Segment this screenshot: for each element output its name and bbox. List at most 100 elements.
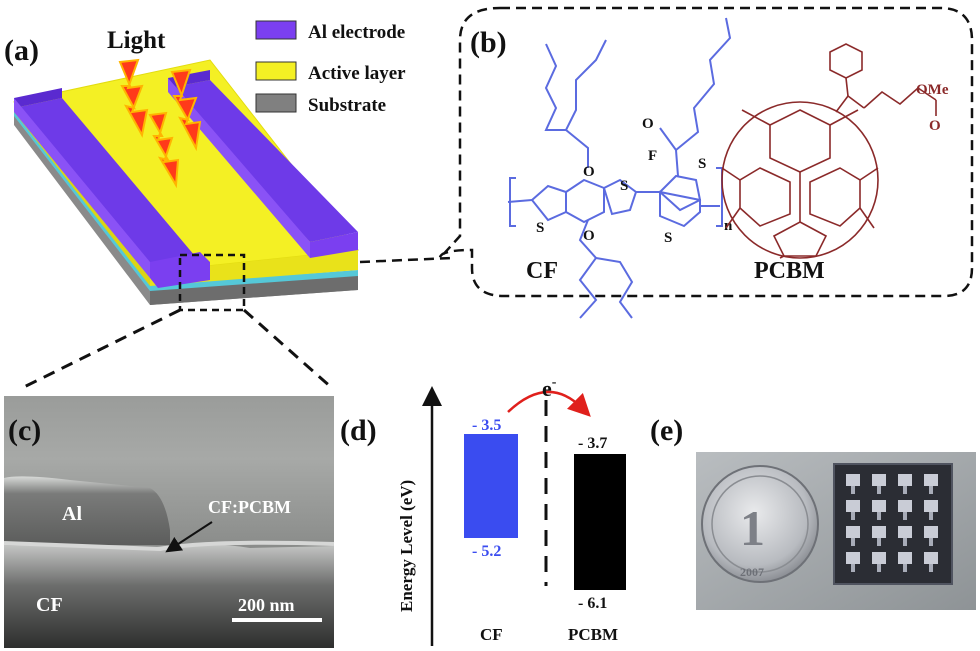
pcbm-atom-ome: OMe xyxy=(916,82,949,98)
chip-pad xyxy=(898,552,912,564)
chip-lead xyxy=(903,512,907,520)
sem-al-layer xyxy=(4,476,170,545)
cf-atom-s4: S xyxy=(664,230,672,246)
chip-pad xyxy=(872,526,886,538)
electrode-right-front xyxy=(310,232,358,258)
cf-atom-o-top: O xyxy=(583,164,595,180)
light-bolt-1 xyxy=(118,58,149,138)
chip-lead xyxy=(929,564,933,572)
cf-atom-o-ketone: O xyxy=(642,116,654,132)
chip-pad xyxy=(898,526,912,538)
chip-pad xyxy=(924,500,938,512)
energy-label-cf: CF xyxy=(480,625,503,644)
electron-label: e- xyxy=(542,375,557,401)
sem-label-interface: CF:PCBM xyxy=(208,497,291,517)
chip-pad xyxy=(846,552,860,564)
electron-symbol: e xyxy=(542,376,552,401)
energy-axis-label: Energy Level (eV) xyxy=(397,480,416,612)
molecule-callout xyxy=(438,6,974,298)
sem-label-al: Al xyxy=(62,503,82,525)
cf-lumo: - 3.5 xyxy=(472,417,501,434)
sem-scale-label: 200 nm xyxy=(238,595,295,615)
pcbm-structure xyxy=(721,43,937,259)
light-bolt-2 xyxy=(170,68,202,152)
pcbm-homo: - 6.1 xyxy=(578,595,607,612)
chip-pad xyxy=(924,526,938,538)
cf-atom-o-bottom: O xyxy=(583,228,595,244)
legend-label-electrode: Al electrode xyxy=(308,22,405,43)
energy-label-pcbm: PCBM xyxy=(568,625,618,644)
callout-line xyxy=(359,256,453,264)
chip-pad xyxy=(898,474,912,486)
coin-year: 2007 xyxy=(740,565,764,579)
electrode-right-top xyxy=(168,80,358,242)
legend: Al electrode Active layer Substrate xyxy=(255,20,406,116)
cf-atom-s2: S xyxy=(536,220,544,236)
electron-charge: - xyxy=(552,375,557,390)
chip-pad xyxy=(872,500,886,512)
legend-label-active: Active layer xyxy=(308,63,406,84)
ito-layer xyxy=(14,110,358,291)
sem-interface-arrow xyxy=(165,521,213,553)
cf-name: CF xyxy=(526,258,558,284)
coin-inner-ring xyxy=(711,475,809,573)
chip-lead xyxy=(877,486,881,494)
panel-label-a: (a) xyxy=(4,34,39,67)
cf-structure xyxy=(507,17,732,319)
chip-pad xyxy=(872,474,886,486)
chip-lead xyxy=(903,538,907,546)
chip-lead xyxy=(929,538,933,546)
electrode-left-side xyxy=(14,98,150,278)
panel-label-b: (b) xyxy=(470,26,507,59)
legend-swatch-substrate xyxy=(255,93,297,113)
device-stack xyxy=(13,58,359,312)
chip-lead xyxy=(877,512,881,520)
chip-lead xyxy=(851,512,855,520)
electrode-left-end xyxy=(14,88,62,108)
chip-lead xyxy=(851,538,855,546)
zoom-line-right xyxy=(243,308,333,390)
electrode-right-side xyxy=(168,78,310,258)
chip-pad xyxy=(924,552,938,564)
energy-diagram: Energy Level (eV) xyxy=(397,386,626,646)
panel-label-d: (d) xyxy=(340,414,377,447)
legend-swatch-active xyxy=(255,61,297,81)
chip-pad xyxy=(924,474,938,486)
panel-label-e: (e) xyxy=(650,414,683,447)
cf-atom-s1: S xyxy=(620,178,628,194)
electrode-left-top xyxy=(14,98,200,272)
chip-lead xyxy=(851,486,855,494)
coin xyxy=(701,465,819,583)
chip-pad xyxy=(846,526,860,538)
cf-atom-s3: S xyxy=(698,156,706,172)
pcbm-lumo: - 3.7 xyxy=(578,435,607,452)
chip-lead xyxy=(929,486,933,494)
panel-label-c: (c) xyxy=(8,414,41,447)
chip-pixel-grid xyxy=(846,474,938,572)
sem-image xyxy=(3,396,335,648)
cf-atom-f: F xyxy=(648,148,657,164)
cf-atoms: O O S S S S F O n xyxy=(536,116,733,246)
pcbm-atoms: OMe O xyxy=(916,82,949,134)
zoom-box xyxy=(178,253,246,312)
device-photo: 1 2007 xyxy=(696,452,976,610)
chip-lead xyxy=(877,538,881,546)
chip-pad xyxy=(846,474,860,486)
cf-homo: - 5.2 xyxy=(472,543,501,560)
pcbm-name: PCBM xyxy=(754,258,825,284)
chip-lead xyxy=(877,564,881,572)
pcbm-atom-o: O xyxy=(929,118,941,134)
pcbm-energy-bar xyxy=(574,454,626,590)
coin-number: 1 xyxy=(740,500,765,556)
cf-energy-bar xyxy=(464,434,518,538)
chip-lead xyxy=(929,512,933,520)
chip-pad xyxy=(872,552,886,564)
light-label: Light xyxy=(107,27,166,54)
cf-subscript-n: n xyxy=(724,218,733,234)
legend-swatch-electrode xyxy=(255,20,297,40)
light-bolt-3 xyxy=(148,111,180,189)
chip-lead xyxy=(903,486,907,494)
chip-pad xyxy=(846,500,860,512)
